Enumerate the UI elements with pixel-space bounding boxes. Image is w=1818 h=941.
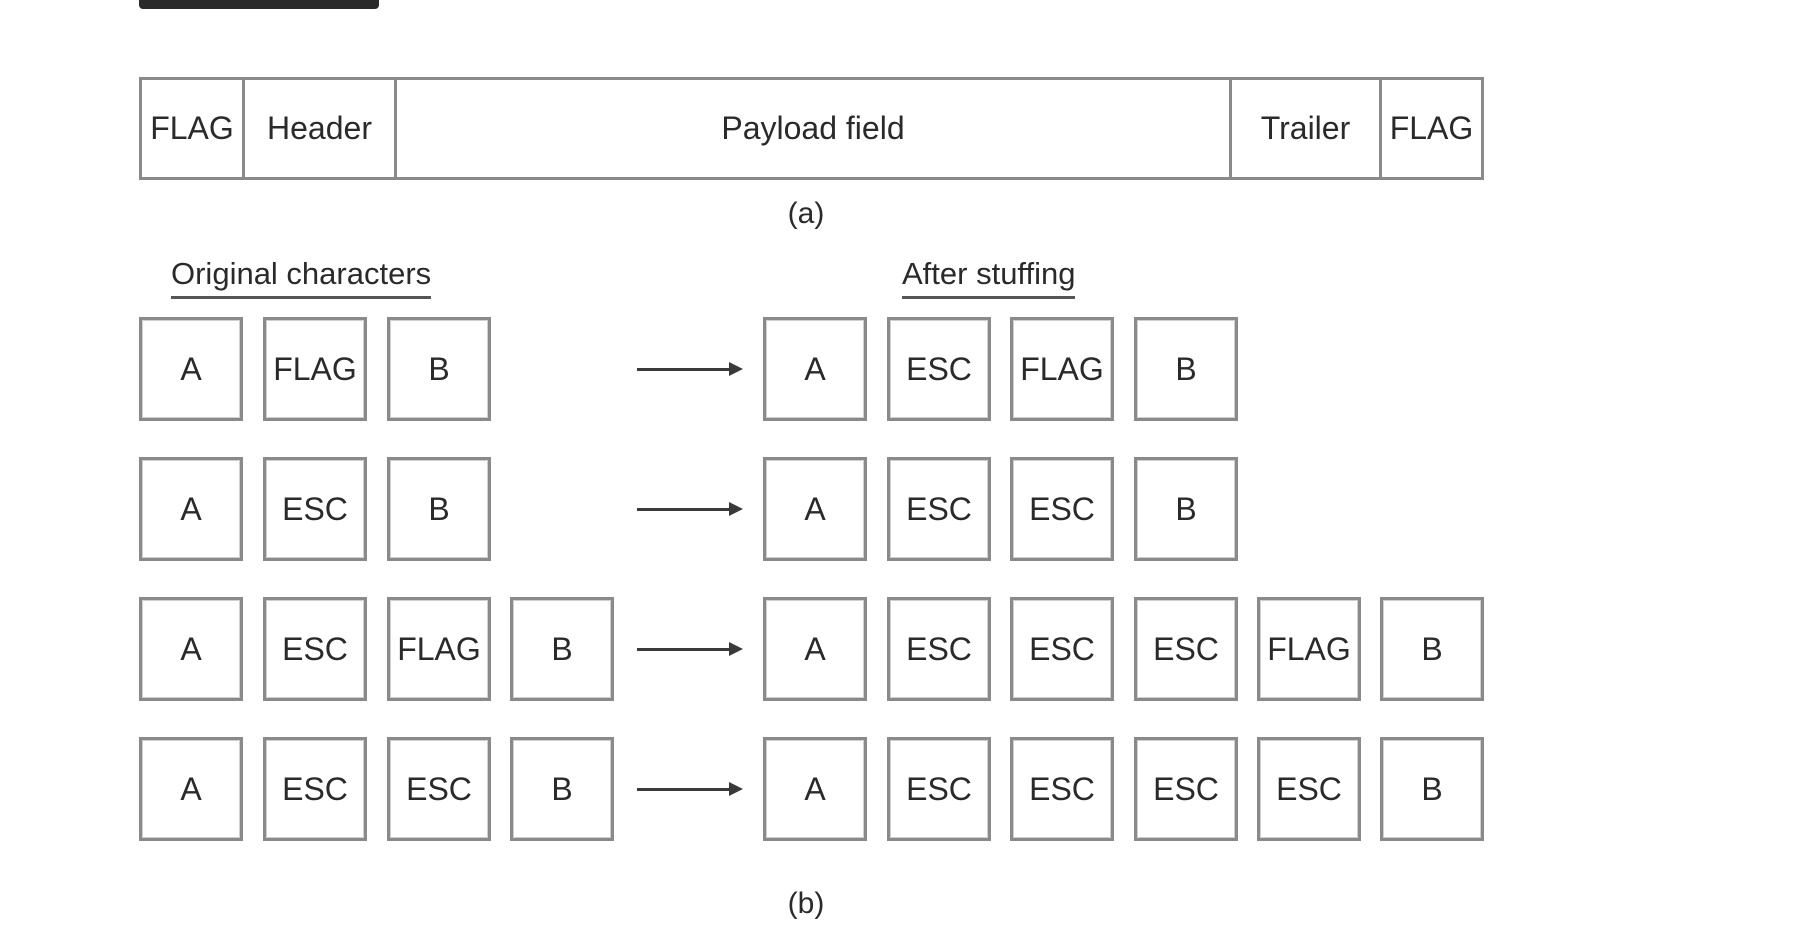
arrow-right-icon	[637, 362, 743, 376]
original-char-box: ESC	[263, 457, 367, 561]
stuffed-char-box: ESC	[1010, 597, 1114, 701]
original-char-box: B	[387, 457, 491, 561]
after-stuffing-heading: After stuffing	[902, 256, 1076, 299]
original-characters-heading-text: Original characters	[171, 256, 432, 299]
original-char-box: A	[139, 597, 243, 701]
original-char-box: FLAG	[263, 317, 367, 421]
stuffed-char-box: A	[763, 737, 867, 841]
frame-field-flag-start: FLAG	[142, 80, 245, 177]
stuffed-char-box: FLAG	[1010, 317, 1114, 421]
stuffed-char-box: ESC	[1010, 737, 1114, 841]
arrow-right-icon	[637, 642, 743, 656]
stuffed-char-box: ESC	[1134, 597, 1238, 701]
stuffed-char-box: ESC	[887, 597, 991, 701]
original-char-box: B	[387, 317, 491, 421]
original-char-box: ESC	[263, 597, 367, 701]
original-char-box: ESC	[387, 737, 491, 841]
stuffed-char-box: A	[763, 597, 867, 701]
original-char-box: FLAG	[387, 597, 491, 701]
frame-field-trailer: Trailer	[1232, 80, 1382, 177]
stuffed-char-box: ESC	[887, 737, 991, 841]
original-char-box: ESC	[263, 737, 367, 841]
stuffed-char-box: B	[1134, 457, 1238, 561]
frame-field-header: Header	[245, 80, 397, 177]
arrow-right-icon	[637, 502, 743, 516]
stuffed-char-box: FLAG	[1257, 597, 1361, 701]
stuffed-char-box: ESC	[887, 317, 991, 421]
original-char-box: B	[510, 597, 614, 701]
cropped-heading-fragment	[139, 0, 379, 9]
after-stuffing-heading-text: After stuffing	[902, 256, 1076, 299]
stuffed-char-box: ESC	[1257, 737, 1361, 841]
stuffed-char-box: ESC	[1134, 737, 1238, 841]
stuffed-char-box: ESC	[1010, 457, 1114, 561]
stuffed-char-box: ESC	[887, 457, 991, 561]
frame-field-payload: Payload field	[397, 80, 1232, 177]
caption-a: (a)	[787, 197, 825, 230]
original-char-box: B	[510, 737, 614, 841]
original-char-box: A	[139, 737, 243, 841]
frame-field-flag-end: FLAG	[1389, 110, 1474, 146]
frame-format: FLAG Header Payload field Trailer FLAG	[139, 77, 1484, 180]
original-characters-heading: Original characters	[171, 256, 432, 299]
stuffed-char-box: B	[1380, 737, 1484, 841]
caption-b: (b)	[787, 887, 825, 920]
stuffed-char-box: B	[1380, 597, 1484, 701]
original-char-box: A	[139, 457, 243, 561]
stuffed-char-box: B	[1134, 317, 1238, 421]
stuffed-char-box: A	[763, 317, 867, 421]
stuffed-char-box: A	[763, 457, 867, 561]
arrow-right-icon	[637, 782, 743, 796]
original-char-box: A	[139, 317, 243, 421]
